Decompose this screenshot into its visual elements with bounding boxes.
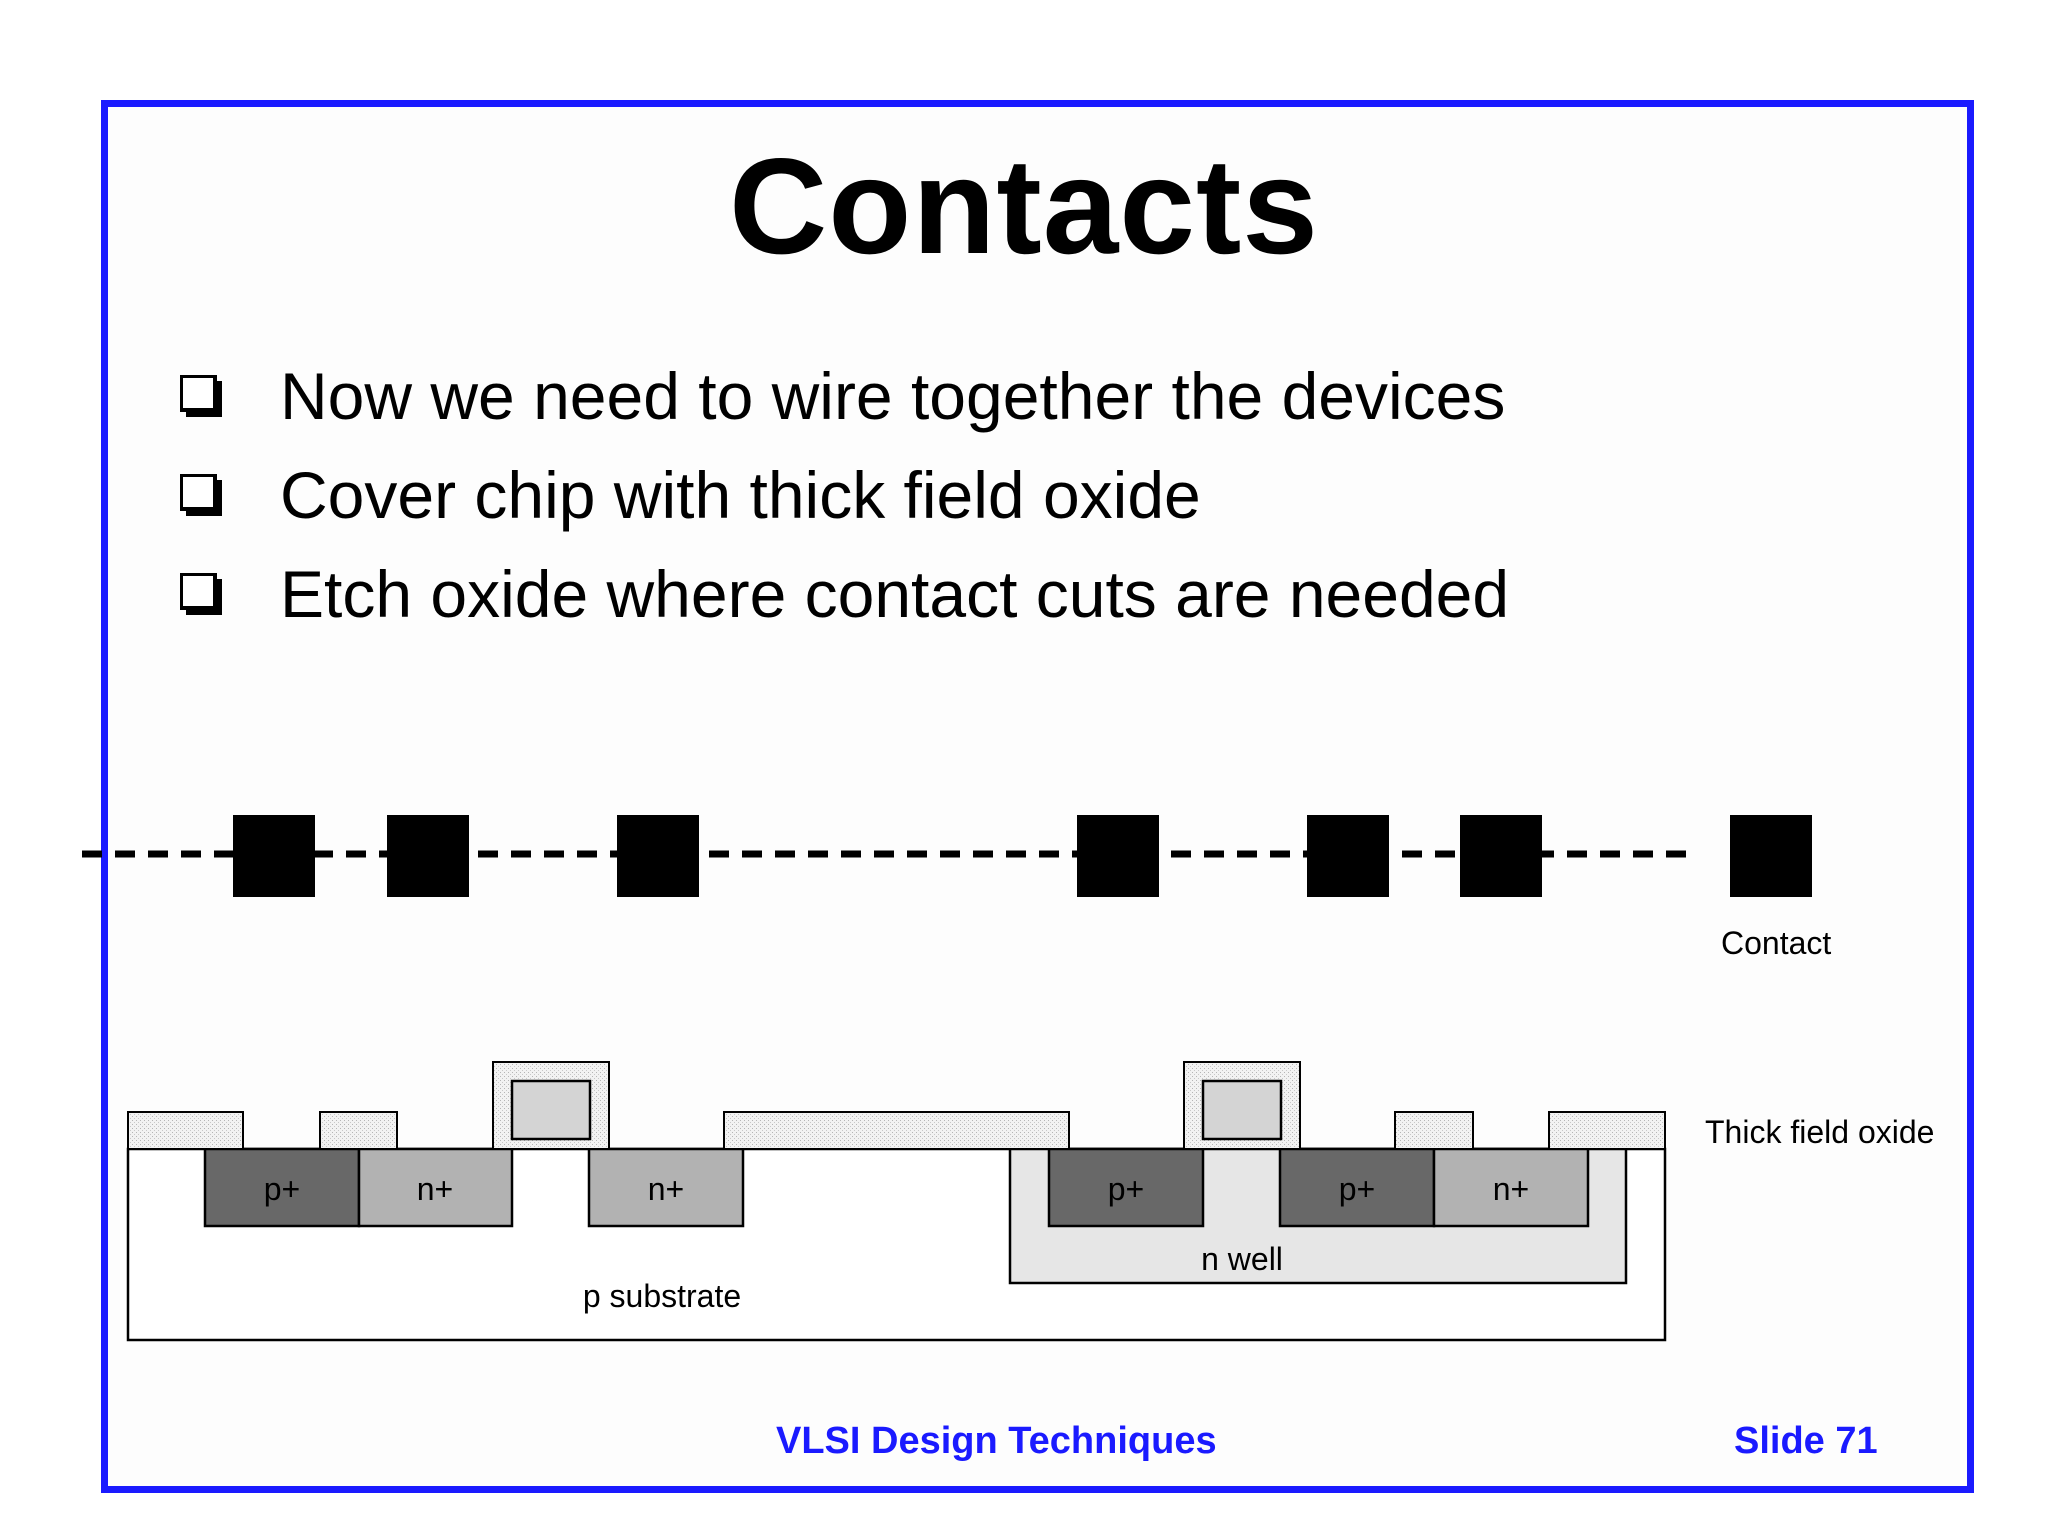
diffusion-label: p+ — [1339, 1171, 1375, 1207]
checkbox-bullet-icon — [180, 573, 222, 615]
n-plus-diffusion — [1432, 1147, 1590, 1228]
bullet-text: Cover chip with thick field oxide — [280, 458, 1201, 532]
bullet-text: Now we need to wire together the devices — [280, 359, 1506, 433]
oxide-legend-label: Thick field oxide — [1705, 1114, 1934, 1150]
contact-legend-swatch — [1730, 815, 1812, 897]
n-plus-diffusion — [357, 1147, 514, 1228]
polysilicon-gate — [510, 1079, 592, 1141]
p-plus-diffusion — [203, 1147, 361, 1228]
thick-field-oxide — [1548, 1111, 1666, 1150]
checkbox-bullet-icon — [180, 474, 222, 516]
thick-field-oxide — [319, 1111, 398, 1150]
bullet-text: Etch oxide where contact cuts are needed — [280, 557, 1510, 631]
diffusion-label: p+ — [1108, 1171, 1144, 1207]
diffusion-label: p+ — [264, 1171, 300, 1207]
contact-square — [1077, 815, 1159, 897]
contact-square — [387, 815, 469, 897]
polysilicon-gate — [1201, 1079, 1283, 1141]
diffusion-label: n+ — [1493, 1171, 1529, 1207]
contact-square — [1460, 815, 1542, 897]
contact-legend-label: Contact — [1721, 925, 1831, 961]
checkbox-bullet-icon — [180, 375, 222, 417]
diffusion-label: n+ — [417, 1171, 453, 1207]
p-plus-diffusion — [1278, 1147, 1436, 1228]
contact-square — [617, 815, 699, 897]
footer-course-title: VLSI Design Techniques — [776, 1420, 1217, 1462]
p-substrate-label: p substrate — [583, 1278, 741, 1314]
contact-square — [1307, 815, 1389, 897]
n-plus-diffusion — [587, 1147, 745, 1228]
thick-field-oxide — [1394, 1111, 1474, 1150]
n-well-label: n well — [1201, 1241, 1283, 1277]
thick-field-oxide — [127, 1111, 244, 1150]
contact-square — [233, 815, 315, 897]
p-plus-diffusion — [1047, 1147, 1205, 1228]
thick-field-oxide — [723, 1111, 1070, 1150]
footer-slide-number: Slide 71 — [1734, 1420, 1878, 1462]
diffusion-label: n+ — [648, 1171, 684, 1207]
slide-title: Contacts — [729, 130, 1319, 282]
